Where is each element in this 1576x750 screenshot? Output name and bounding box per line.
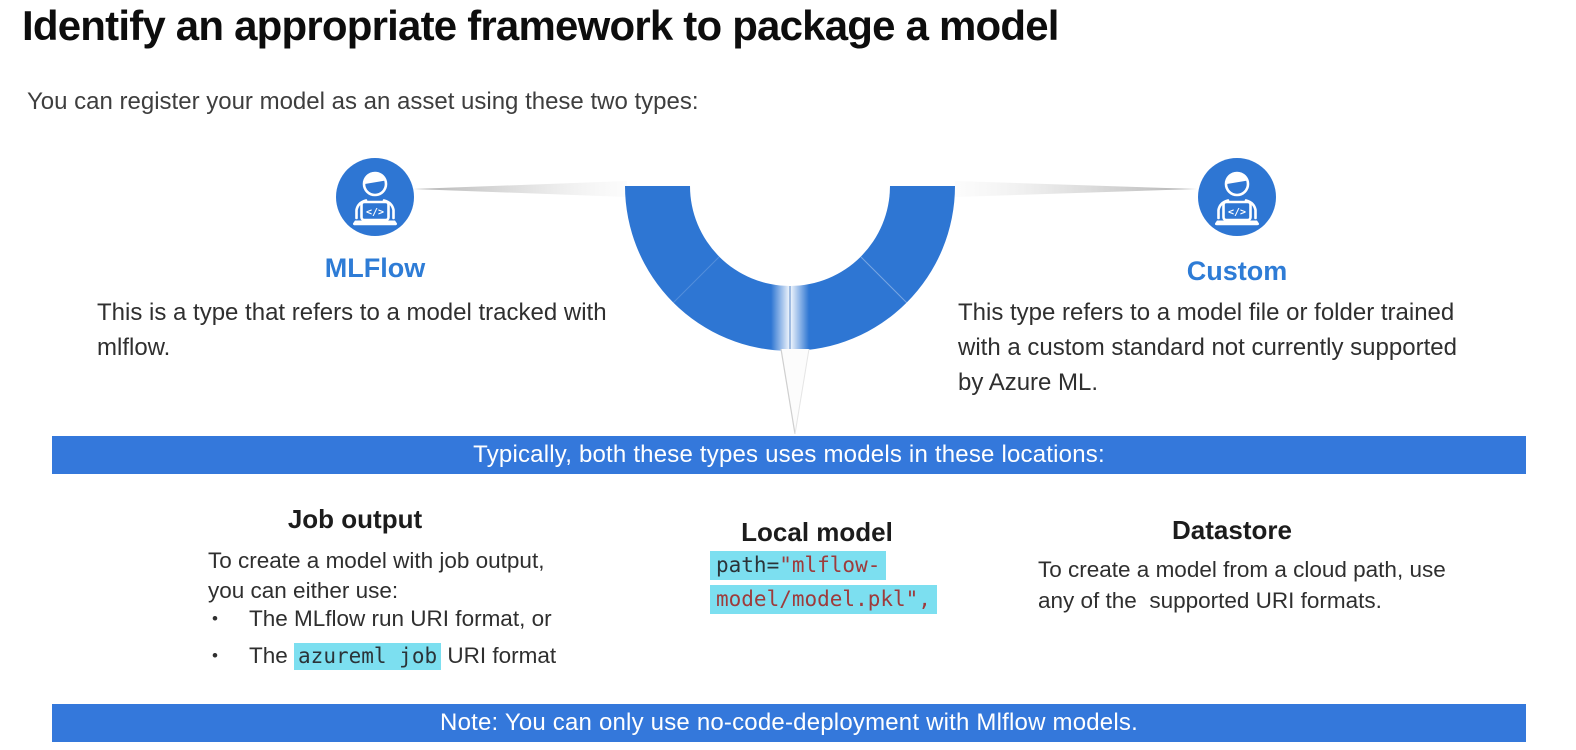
code-token: , [918,587,931,611]
slide-subtitle: You can register your model as an asset … [27,88,699,115]
page-title: Identify an appropriate framework to pac… [22,2,1059,49]
code-line: path="mlflow- [710,549,937,582]
column-heading-local-model: Local model [741,517,893,547]
column-heading-job-output: Job output [287,504,423,534]
bullet-icon: • [212,609,218,628]
job-output-bullet-2: • The azureml job URI format [212,643,557,670]
connector-wedge-left [413,181,627,197]
pointer-triangle [780,349,810,435]
type-description-mlflow: This is a type that refers to a model tr… [97,295,607,365]
svg-text:</>: </> [1228,207,1246,218]
column-heading-datastore: Datastore [1172,515,1292,545]
locations-banner: Typically, both these types uses models … [52,436,1526,474]
half-donut-graphic [625,186,955,354]
code-token: "mlflow- [779,553,881,577]
text-line: with a custom standard not currently sup… [958,334,1457,361]
local-model-code-block: path="mlflow- model/model.pkl", [710,549,937,617]
job-output-intro: To create a model with job output, you c… [208,546,544,606]
text-line: any of the supported URI formats. [1038,588,1382,613]
text-line: This is a type that refers to a model tr… [97,299,607,326]
text-line: This type refers to a model file or fold… [958,299,1455,326]
code-token: model/model.pkl" [716,587,919,611]
job-output-bullet-1: • The MLflow run URI format, or [212,606,552,632]
type-label-mlflow: MLFlow [324,253,426,283]
code-line: model/model.pkl", [710,583,937,616]
text-line: by Azure ML. [958,369,1099,396]
type-label-custom: Custom [1186,256,1288,286]
developer-coding-icon: </> [1198,158,1276,236]
bullet-text: URI format [441,643,557,668]
svg-text:</>: </> [366,207,384,218]
connector-wedge-right [955,181,1197,197]
type-description-custom: This type refers to a model file or fold… [958,295,1457,400]
bullet-text: The MLflow run URI format, or [249,606,552,631]
developer-coding-icon: </> [336,158,414,236]
text-line: To create a model with job output, [208,548,545,573]
azureml-job-code-highlight: azureml job [294,643,442,670]
text-line: To create a model from a cloud path, use [1038,557,1446,582]
code-token: path= [716,553,780,577]
note-banner: Note: You can only use no-code-deploymen… [52,704,1526,742]
bullet-icon: • [212,646,218,665]
bullet-text: The [249,643,295,668]
text-line: mlflow. [97,334,171,361]
text-line: you can either use: [208,578,399,603]
datastore-description: To create a model from a cloud path, use… [1038,554,1446,616]
